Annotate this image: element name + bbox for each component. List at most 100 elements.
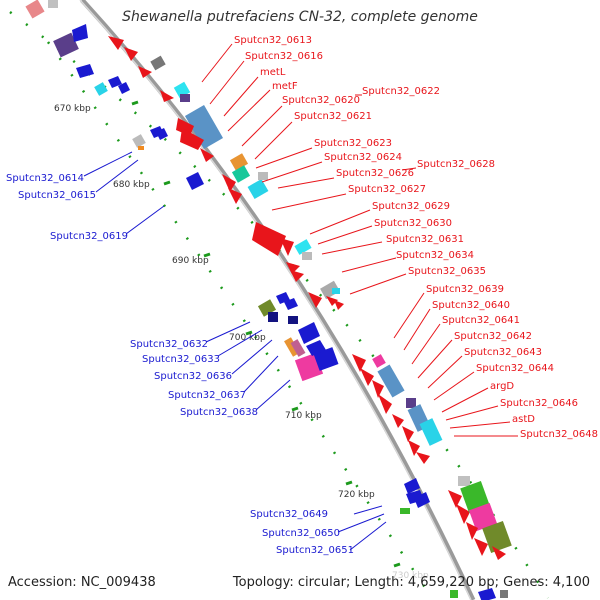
gene-block xyxy=(332,288,340,294)
gene-label: astD xyxy=(512,414,535,425)
gene-arrow-red xyxy=(124,47,138,61)
gene-label: Sputcn32_0639 xyxy=(426,284,504,295)
gene-arrow-red xyxy=(222,174,236,192)
gene-block xyxy=(406,398,416,408)
gene-block xyxy=(288,316,298,324)
gene-block xyxy=(294,239,312,255)
gene-block xyxy=(257,299,277,317)
gene-arrow-red xyxy=(326,296,338,306)
gene-label: Sputcn32_0621 xyxy=(294,111,372,122)
gene-label: Sputcn32_0613 xyxy=(234,35,312,46)
gene-block xyxy=(25,0,45,19)
gene-block xyxy=(229,153,249,171)
gene-label: metF xyxy=(272,81,298,92)
gene-arrow-blue xyxy=(404,478,420,494)
gene-arrow-red xyxy=(402,426,414,442)
gene-label: Sputcn32_0632 xyxy=(130,339,208,350)
gene-arrow-red xyxy=(408,440,420,456)
red-leader-lines xyxy=(201,43,518,437)
gene-label: Sputcn32_0646 xyxy=(500,398,578,409)
gene-arrow-red xyxy=(200,148,214,162)
gene-arrow-blue xyxy=(186,172,204,190)
kbp-tick-label: 670 kbp xyxy=(54,104,91,114)
map-title: Shewanella putrefaciens CN-32, complete … xyxy=(122,9,478,25)
gene-block xyxy=(372,354,386,368)
gene-arrow-blue xyxy=(414,492,430,508)
kbp-tick-label: 680 kbp xyxy=(113,180,150,190)
gene-arrow-red xyxy=(308,292,322,308)
gene-arrow-blue xyxy=(108,76,122,88)
gene-label: Sputcn32_0631 xyxy=(386,234,464,245)
gene-arrow-blue xyxy=(118,82,130,94)
gene-arrow-blue xyxy=(478,588,496,600)
gene-label: Sputcn32_0630 xyxy=(374,218,452,229)
gene-arrow-red xyxy=(378,394,392,414)
gene-block xyxy=(268,312,278,322)
gene-label: Sputcn32_0648 xyxy=(520,429,598,440)
gene-block xyxy=(247,178,269,200)
gene-arrow-red xyxy=(416,452,430,464)
gene-label: Sputcn32_0643 xyxy=(464,347,542,358)
gene-label: Sputcn32_0635 xyxy=(408,266,486,277)
gene-arrow-red xyxy=(474,538,488,556)
gene-block xyxy=(377,364,405,398)
gene-label: Sputcn32_0622 xyxy=(362,86,440,97)
gene-block xyxy=(94,82,108,96)
kbp-tick-label: 710 kbp xyxy=(285,411,322,421)
gene-label: argD xyxy=(490,381,514,392)
gene-block xyxy=(180,94,190,102)
gene-label: Sputcn32_0624 xyxy=(324,152,402,163)
gene-block xyxy=(132,134,146,148)
gene-block xyxy=(48,0,58,8)
gene-label: Sputcn32_0614 xyxy=(6,173,84,184)
gene-arrow-red xyxy=(176,118,194,136)
gene-arrow-blue xyxy=(284,298,298,310)
gene-block xyxy=(468,502,498,532)
gene-block xyxy=(460,481,490,513)
gene-arrow-red xyxy=(160,90,174,102)
gene-arrow-red xyxy=(286,262,300,274)
kbp-tick-label: 720 kbp xyxy=(338,490,375,500)
gene-label: metL xyxy=(260,67,286,78)
gene-block xyxy=(419,418,443,446)
gene-label: Sputcn32_0651 xyxy=(276,545,354,556)
gene-block xyxy=(231,165,251,183)
gene-arrow-red xyxy=(360,368,374,386)
gene-label: Sputcn32_0636 xyxy=(154,371,232,382)
gene-block xyxy=(320,280,340,300)
blue-gene-labels: Sputcn32_0614 Sputcn32_0615 Sputcn32_061… xyxy=(6,173,354,556)
gene-label: Sputcn32_0615 xyxy=(18,190,96,201)
gene-block xyxy=(500,590,508,598)
gene-block xyxy=(450,590,458,598)
gene-arrow-blue xyxy=(72,24,88,42)
gene-label: Sputcn32_0640 xyxy=(432,300,510,311)
topology-text: Topology: circular; Length: 4,659,220 bp… xyxy=(232,575,590,590)
gene-block xyxy=(138,146,144,150)
gene-arrow-red xyxy=(448,490,462,508)
gene-arrow-red xyxy=(138,66,152,78)
gene-arrow-red xyxy=(290,270,304,282)
gene-arrow-red xyxy=(334,300,344,310)
gene-arrow-red xyxy=(466,522,478,540)
gene-label: Sputcn32_0629 xyxy=(372,201,450,212)
gene-block xyxy=(258,172,268,180)
gene-arrow-red xyxy=(392,414,404,428)
gene-block xyxy=(313,347,339,371)
gene-arrow-red xyxy=(280,238,294,256)
kbp-ticks xyxy=(131,100,401,568)
kbp-tick-label: 730 kbp xyxy=(392,571,429,581)
inner-dotted-ring xyxy=(46,41,434,599)
gene-arrow-blue xyxy=(298,322,320,344)
gene-label: Sputcn32_0633 xyxy=(142,354,220,365)
gene-block xyxy=(53,32,79,58)
blue-leader-lines xyxy=(83,151,387,551)
gene-label: Sputcn32_0623 xyxy=(314,138,392,149)
kbp-tick-label: 690 kbp xyxy=(172,256,209,266)
gene-label: Sputcn32_0619 xyxy=(50,231,128,242)
gene-arrow-red xyxy=(372,380,384,398)
gene-label: Sputcn32_0637 xyxy=(168,390,246,401)
gene-block xyxy=(184,105,224,149)
gene-label: Sputcn32_0642 xyxy=(454,331,532,342)
gene-label: Sputcn32_0628 xyxy=(417,159,495,170)
gene-label: Sputcn32_0641 xyxy=(442,315,520,326)
